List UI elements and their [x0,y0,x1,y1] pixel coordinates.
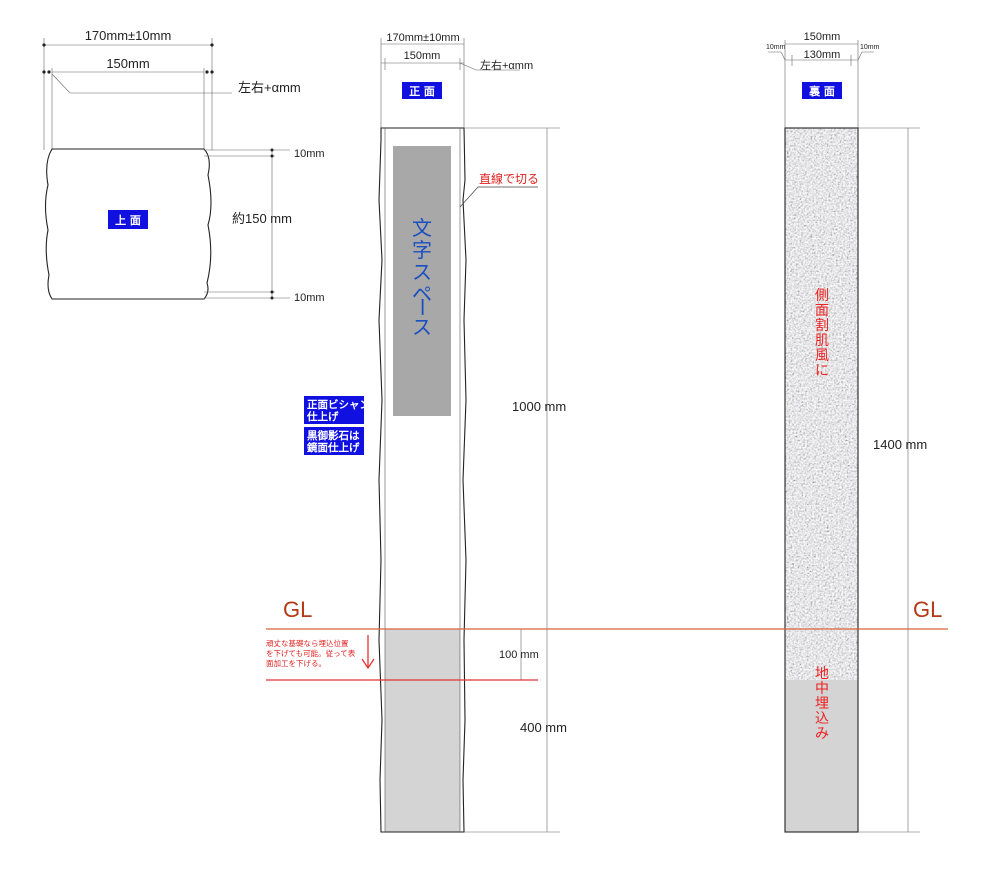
finish-note-1-line1: 正面ビシャン [307,398,370,411]
svg-text:中: 中 [815,681,829,697]
svg-text:ー: ー [410,297,434,317]
straight-cut-note: 直線で切る [479,171,539,186]
svg-text:ス: ス [412,260,432,284]
top-view-label-box [108,210,148,229]
finish-note-2-line1: 黒御影石は [307,429,360,442]
svg-text:肌: 肌 [815,333,829,349]
front-view-label: 正 面 [409,85,435,98]
top-dim-outer: 170mm±10mm [85,28,172,43]
svg-text:地: 地 [815,666,829,682]
svg-text:字: 字 [412,238,432,262]
svg-text:ス: ス [412,315,432,339]
top-view: 170mm±10mm 150mm 左右+αmm 10mm 10mm 約150 m… [42,28,325,304]
back-view-label-box [802,82,842,99]
svg-text:風: 風 [815,348,829,364]
foundation-note-line1: 頑丈な基礎なら埋込位置 [266,638,349,648]
side-split-note: 側 面 割 肌 風 に [815,288,829,379]
svg-text:側: 側 [815,288,829,304]
svg-text:み: み [815,726,829,742]
front-view: 170mm±10mm 150mm 左右+αmm 正 面 文 字 ス ペ ー ス … [266,32,567,833]
front-dim-buried: 400 mm [520,720,567,735]
back-dim-inner: 130mm [804,49,841,61]
foundation-note-line2: を下げても可能。従って表 [266,648,356,658]
svg-text:文: 文 [412,216,432,240]
finish-note-2-box [304,427,364,455]
back-view: 150mm 130mm 10mm 10mm 裏 面 側 面 割 肌 風 に 地 … [766,31,927,833]
front-dim-alpha: 左右+αmm [480,58,533,72]
svg-text:に: に [815,363,829,379]
text-space-area [393,146,451,416]
back-view-label: 裏 面 [808,84,835,98]
svg-text:埋: 埋 [815,696,829,712]
top-dim-inner: 150mm [106,56,149,71]
top-dim-height: 約150 mm [232,211,292,226]
top-dim-margin-bottom: 10mm [294,292,325,304]
foundation-note-line3: 面加工を下げる。 [266,658,326,668]
finish-note-1-box [304,396,364,424]
front-dim-inner: 150mm [404,50,441,62]
front-dim-shift: 100 mm [499,649,539,661]
shift-down-arrow-icon [361,635,375,670]
finish-note-2-line2: 鏡面仕上げ [307,441,360,454]
back-dim-outer: 150mm [804,31,841,43]
front-buried-area [385,629,460,832]
finish-note-1-line2: 仕上げ [306,410,339,423]
front-view-label-box [402,82,442,99]
ground-line: GL GL [266,597,948,681]
top-dim-margin-top: 10mm [294,148,325,160]
back-buried-area [785,680,858,832]
back-dim-side-right: 10mm [860,44,880,51]
gl-label-right: GL [913,597,942,622]
front-dim-above: 1000 mm [512,399,566,414]
top-view-label: 上 面 [115,213,141,227]
granite-split-face [785,128,858,680]
text-space-label: 文 字 ス ペ ー ス [410,216,434,339]
buried-note: 地 中 埋 込 み [815,666,829,742]
top-dim-alpha: 左右+αmm [238,80,301,95]
back-dim-side-left: 10mm [766,44,786,51]
front-dim-outer: 170mm±10mm [386,32,459,44]
svg-text:込: 込 [815,711,829,727]
svg-text:割: 割 [815,317,829,334]
svg-text:ペ: ペ [412,282,432,306]
svg-text:面: 面 [815,303,829,319]
gl-label-left: GL [283,597,312,622]
back-dim-total: 1400 mm [873,437,927,452]
